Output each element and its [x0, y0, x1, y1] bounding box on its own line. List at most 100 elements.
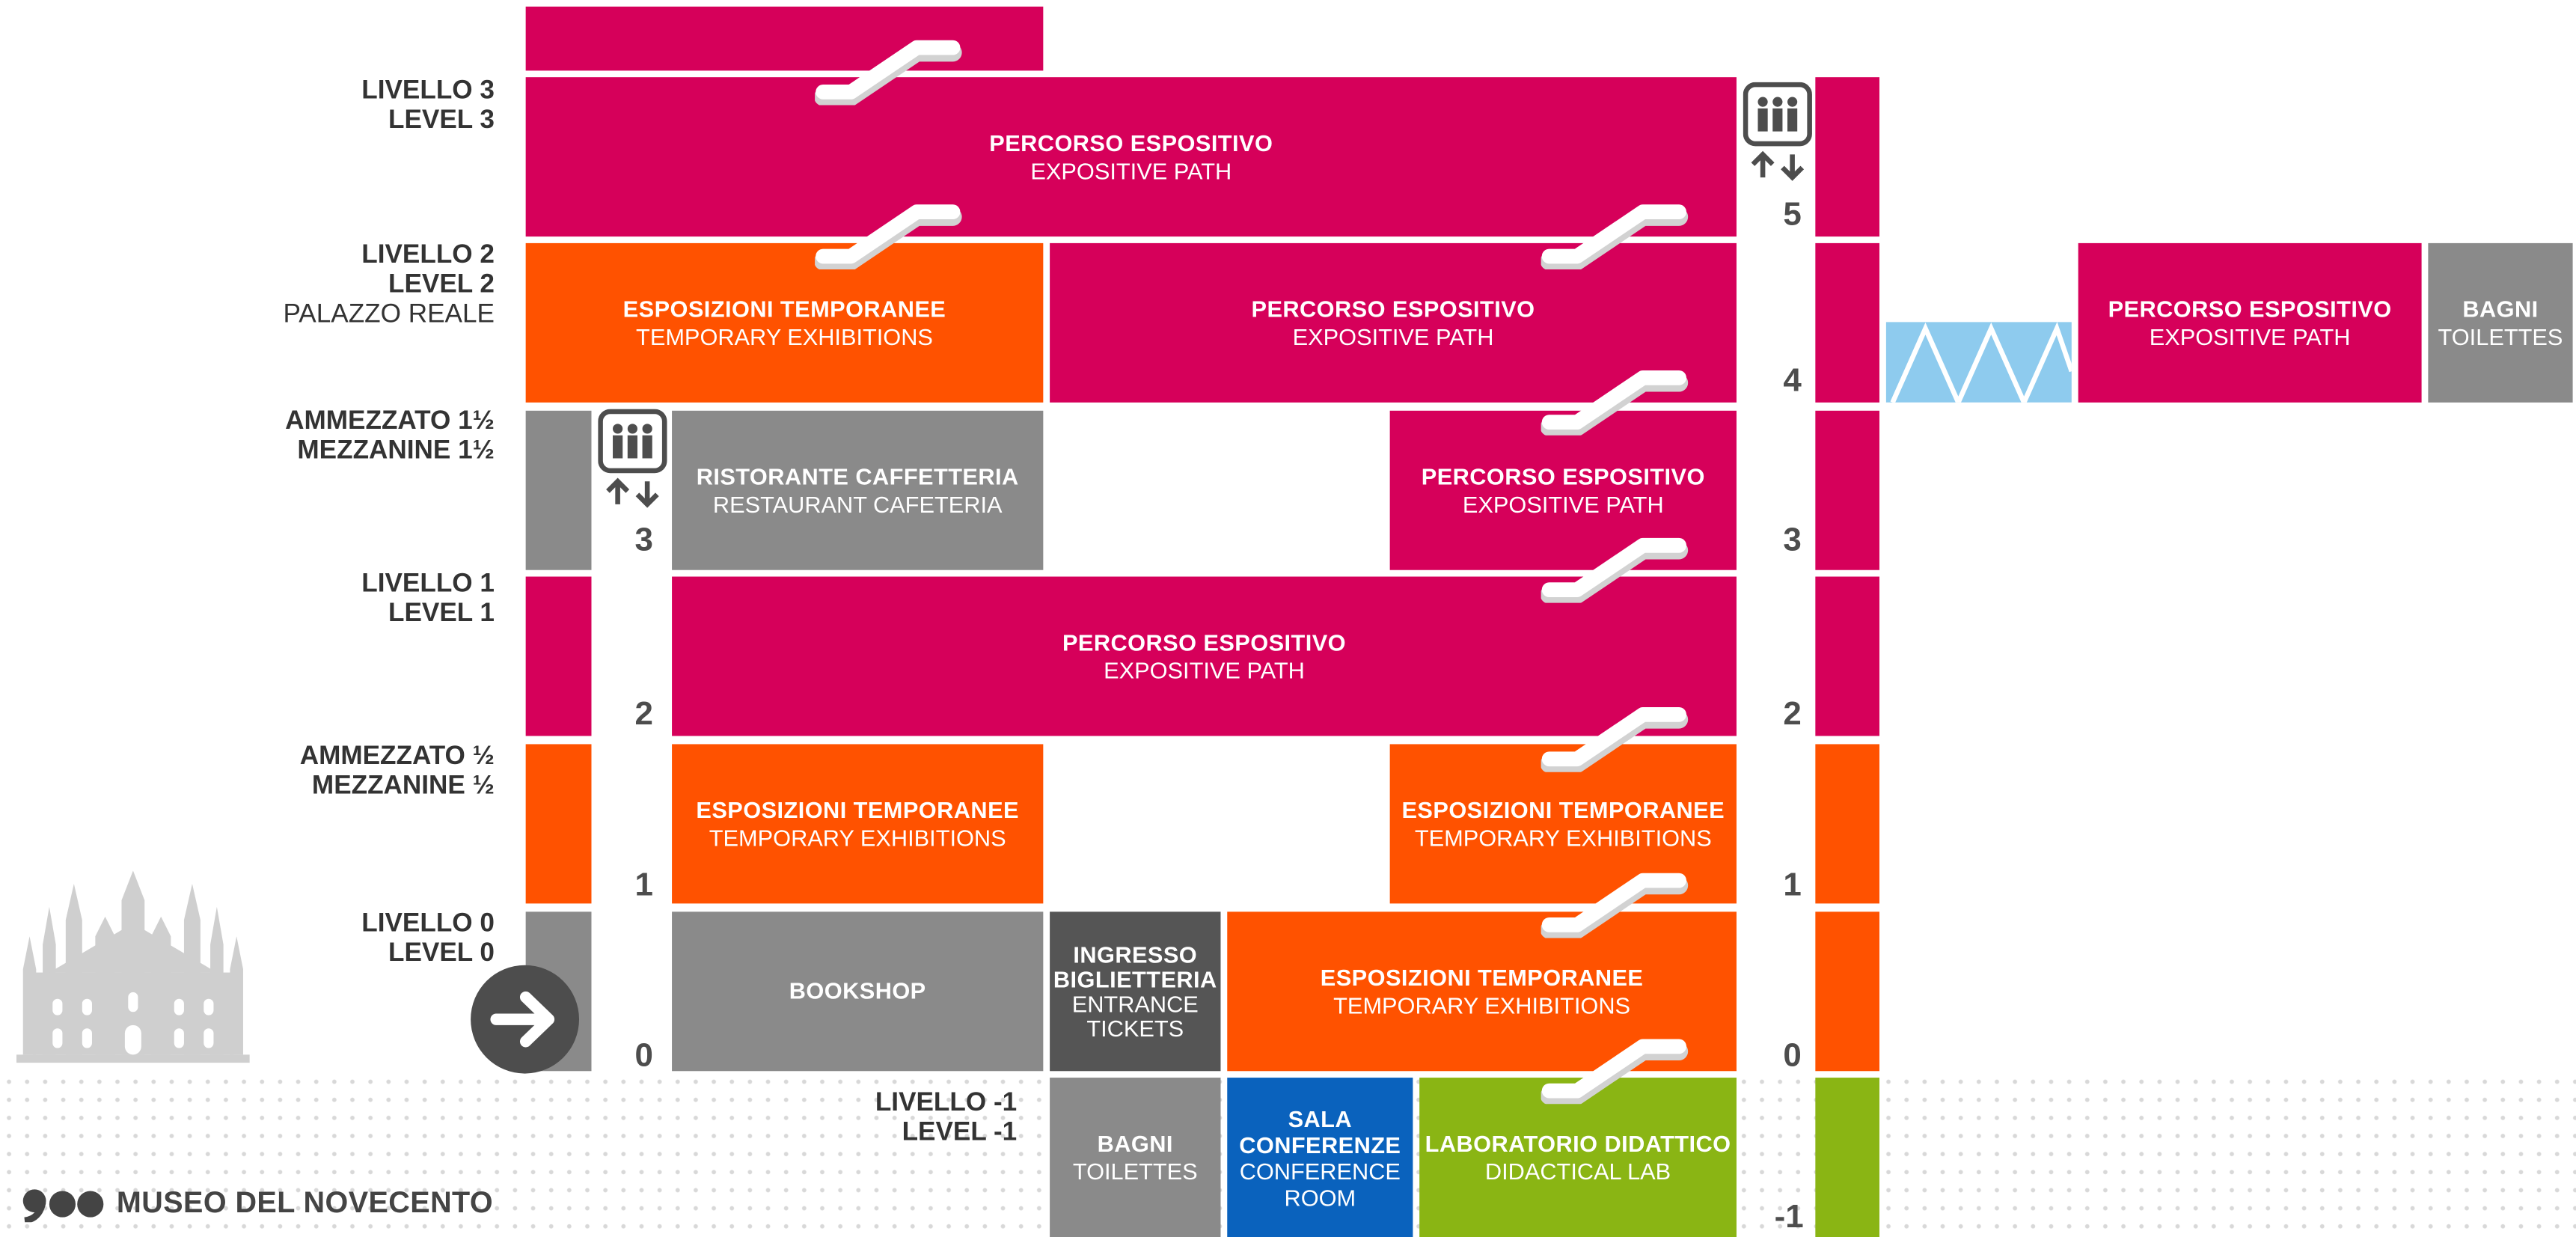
elevator-icon: [1743, 82, 1812, 181]
area-name-en: RESTAURANT CAFETERIA: [712, 490, 1003, 517]
level-label-en: MEZZANINE ½: [311, 772, 495, 801]
level-label-it: AMMEZZATO ½: [299, 742, 495, 771]
level-label-mezzanine-1-5: AMMEZZATO 1½ MEZZANINE 1½: [285, 407, 495, 466]
right-stair-block-l2: [1815, 242, 1879, 403]
escalator-icon: [1541, 204, 1689, 270]
area-path-palazzo-reale: PERCORSO ESPOSITIVO EXPOSITIVE PATH: [2078, 242, 2422, 403]
level-label-it: AMMEZZATO 1½: [285, 407, 495, 436]
area-name-it: PERCORSO ESPOSITIVO: [1251, 295, 1535, 322]
area-name-it: PERCORSO ESPOSITIVO: [989, 129, 1273, 156]
level-label-minus-1: LIVELLO -1 LEVEL -1: [875, 1089, 1017, 1148]
area-path-level-1: PERCORSO ESPOSITIVO EXPOSITIVE PATH: [672, 576, 1737, 736]
escalator-icon: [1541, 707, 1689, 772]
area-name-en: TEMPORARY EXHIBITIONS: [636, 323, 933, 349]
area-name-en-line1: ENTRANCE: [1071, 989, 1199, 1016]
area-bookshop: BOOKSHOP: [672, 911, 1044, 1072]
escalator-icon: [1541, 873, 1689, 938]
area-name-it-line1: SALA: [1288, 1105, 1353, 1131]
escalator-icon: [815, 40, 962, 106]
lift-floor-number: 1: [1783, 867, 1802, 904]
level-label-it: LIVELLO 1: [361, 569, 495, 599]
area-name-en: EXPOSITIVE PATH: [2149, 323, 2351, 349]
right-stair-block-l1: [1815, 576, 1879, 736]
lift-floor-number: 2: [1783, 696, 1802, 733]
level-label-3: LIVELLO 3 LEVEL 3: [361, 77, 495, 136]
area-name-it: ESPOSIZIONI TEMPORANEE: [1320, 963, 1644, 990]
elevator-icon: [598, 409, 667, 508]
area-name-en-line1: CONFERENCE: [1239, 1157, 1401, 1184]
area-name-it: BAGNI: [1097, 1129, 1173, 1156]
area-name-en-line2: TICKETS: [1086, 1014, 1184, 1041]
level-label-it: LIVELLO 3: [361, 77, 495, 106]
area-name-it-line2: BIGLIETTERIA: [1053, 965, 1217, 992]
area-name-en: TEMPORARY EXHIBITIONS: [1333, 991, 1631, 1018]
left-stair-block-m05: [525, 744, 592, 904]
level-label-it: LIVELLO 0: [361, 910, 495, 938]
escalator-icon: [1541, 537, 1689, 603]
right-stair-block-l3: [1815, 77, 1879, 237]
area-name-it: PERCORSO ESPOSITIVO: [1062, 628, 1347, 655]
area-entrance-tickets: INGRESSO BIGLIETTERIA ENTRANCE TICKETS: [1050, 911, 1221, 1072]
level-label-it: LIVELLO 2: [361, 241, 495, 270]
escalator-icon: [1541, 370, 1689, 436]
area-path-level-3: PERCORSO ESPOSITIVO EXPOSITIVE PATH: [525, 77, 1737, 237]
area-name-en: TOILETTES: [1072, 1157, 1198, 1184]
lift-floor-number: 0: [634, 1038, 653, 1075]
level-label-1: LIVELLO 1 LEVEL 1: [361, 570, 495, 629]
level-label-sub: PALAZZO REALE: [283, 300, 495, 329]
lift-floor-number: 4: [1783, 363, 1802, 400]
area-temporary-mezzanine-left: ESPOSIZIONI TEMPORANEE TEMPORARY EXHIBIT…: [672, 744, 1044, 904]
right-stair-block-l0: [1815, 911, 1879, 1072]
area-name-en: TEMPORARY EXHIBITIONS: [709, 823, 1006, 851]
area-name-en: TOILETTES: [2438, 323, 2563, 349]
entrance-arrow-icon: [471, 965, 580, 1074]
level-label-en: LEVEL 3: [388, 106, 495, 135]
area-name-it: PERCORSO ESPOSITIVO: [1421, 462, 1705, 489]
level-label-en: LEVEL 1: [388, 599, 495, 628]
area-name-it: ESPOSIZIONI TEMPORANEE: [696, 795, 1019, 822]
lift-floor-number: 0: [1783, 1038, 1802, 1075]
top-roof-block: [525, 6, 1044, 71]
lift-floor-number: 3: [634, 522, 653, 559]
area-conference-room: SALA CONFERENZE CONFERENCE ROOM: [1227, 1078, 1413, 1237]
brand-name: MUSEO DEL NOVECENTO: [116, 1185, 494, 1219]
area-name-it: BOOKSHOP: [789, 977, 926, 1004]
area-name-en: EXPOSITIVE PATH: [1462, 490, 1664, 517]
right-stair-block-m05: [1815, 744, 1879, 904]
level-label-0: LIVELLO 0 LEVEL 0: [361, 910, 495, 969]
area-toilets-palazzo-reale: BAGNI TOILETTES: [2428, 242, 2573, 403]
area-name-it: BAGNI: [2462, 295, 2539, 322]
right-stair-block-lm1: [1815, 1078, 1879, 1237]
lift-floor-number: 2: [634, 696, 653, 733]
right-stair-block-m15: [1815, 410, 1879, 570]
lift-floor-number: -1: [1774, 1199, 1804, 1236]
area-name-it: ESPOSIZIONI TEMPORANEE: [622, 295, 946, 322]
area-name-en: EXPOSITIVE PATH: [1292, 323, 1494, 349]
area-name-en: TEMPORARY EXHIBITIONS: [1414, 823, 1712, 851]
area-name-en-line2: ROOM: [1284, 1183, 1356, 1210]
area-name-it-line2: CONFERENZE: [1239, 1131, 1401, 1158]
area-name-it: LABORATORIO DIDATTICO: [1425, 1129, 1731, 1156]
area-didactical-lab: LABORATORIO DIDATTICO DIDACTICAL LAB: [1419, 1078, 1737, 1237]
area-name-it: RISTORANTE CAFFETTERIA: [696, 462, 1019, 489]
bridge-icon: [1885, 322, 2072, 403]
level-label-en: LEVEL 2: [388, 271, 495, 299]
area-restaurant-cafeteria: RISTORANTE CAFFETTERIA RESTAURANT CAFETE…: [672, 410, 1044, 570]
duomo-silhouette-icon: [16, 870, 250, 1063]
area-name-en: EXPOSITIVE PATH: [1030, 156, 1232, 183]
escalator-icon: [1541, 1039, 1689, 1105]
level-label-en: MEZZANINE 1½: [297, 436, 495, 465]
escalator-icon: [815, 204, 962, 270]
left-stair-block-l1: [525, 576, 592, 736]
area-name-en: DIDACTICAL LAB: [1484, 1157, 1671, 1184]
area-name-it: ESPOSIZIONI TEMPORANEE: [1401, 795, 1725, 822]
left-stair-block-m15: [525, 410, 592, 570]
area-name-it: PERCORSO ESPOSITIVO: [2108, 295, 2392, 322]
level-label-it: LIVELLO -1: [875, 1089, 1018, 1117]
level-label-2: LIVELLO 2 LEVEL 2 PALAZZO REALE: [283, 242, 494, 331]
area-name-en: EXPOSITIVE PATH: [1104, 656, 1305, 683]
area-path-level-2: PERCORSO ESPOSITIVO EXPOSITIVE PATH: [1050, 242, 1737, 403]
lift-floor-number: 3: [1783, 522, 1802, 559]
area-temporary-level-2: ESPOSIZIONI TEMPORANEE TEMPORARY EXHIBIT…: [525, 242, 1044, 403]
